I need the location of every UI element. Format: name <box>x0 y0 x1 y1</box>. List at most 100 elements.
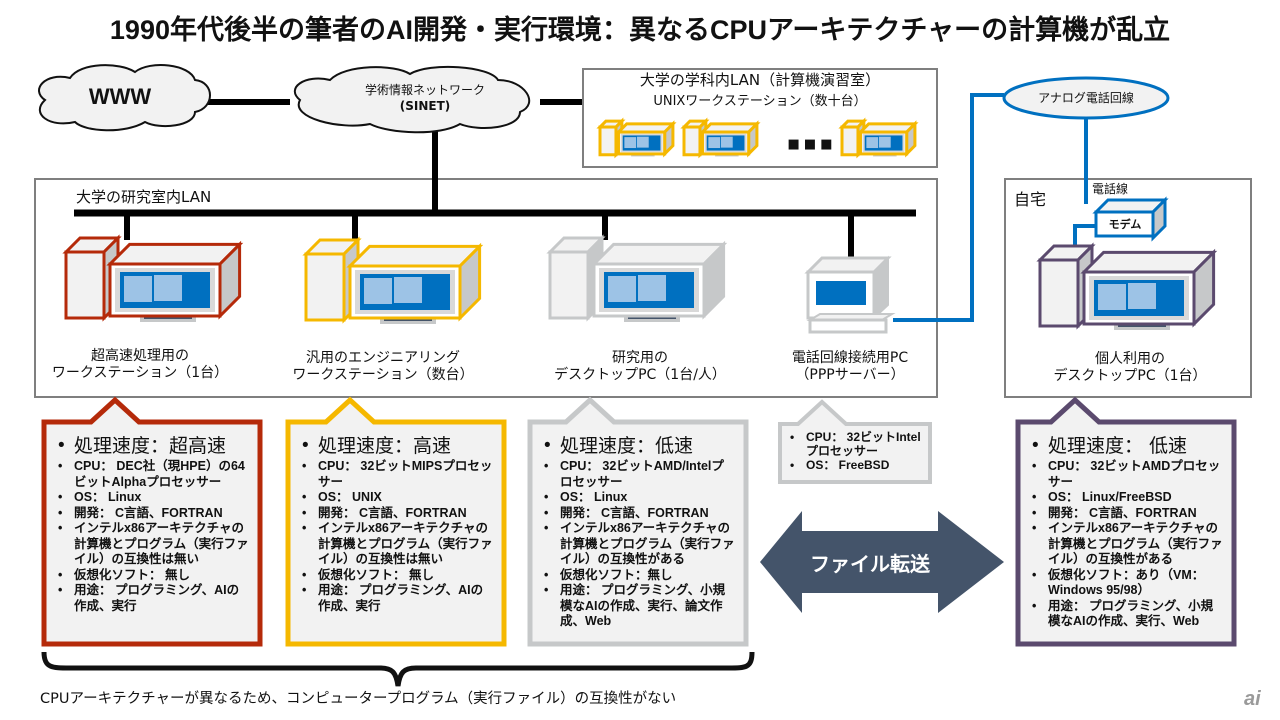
window-2 <box>878 136 891 148</box>
lab-lan-title: 大学の研究室内LAN <box>76 188 212 206</box>
machine-label-4: 電話回線接続用PC （PPPサーバー） <box>770 350 930 384</box>
tower-front <box>548 250 590 320</box>
callout-research-desktop: 処理速度：低速 CPU： 32ビットAMD/Intelプロセッサー OS： Li… <box>532 424 744 642</box>
callout-item: CPU： 32ビットMIPSプロセッサー <box>300 459 494 490</box>
modem-device <box>1092 196 1169 242</box>
callout-item: 仮想化ソフト： 無し <box>300 568 494 584</box>
www-cloud <box>38 64 211 132</box>
window-1 <box>608 276 636 302</box>
window-1 <box>708 137 721 149</box>
file-transfer-arrow <box>760 511 1004 613</box>
tower-front <box>682 125 702 157</box>
machine-3-line2: デスクトップPC（1台/人） <box>554 367 726 383</box>
window-1 <box>124 276 152 302</box>
callout-item: 開発： C言語、FORTRAN <box>542 506 736 522</box>
tower-front <box>840 125 860 157</box>
window-1 <box>1098 284 1126 310</box>
callout-item: 処理速度：低速 <box>542 434 736 458</box>
window-2 <box>638 275 666 301</box>
callout-item: 開発： C言語、FORTRAN <box>1030 506 1224 522</box>
callout-item: インテルx86アーキテクチャの計算機とプログラム（実行ファイル）の互換性がある <box>542 521 736 568</box>
research-desktop-icon <box>546 234 728 322</box>
engineering-workstation-icon <box>302 236 484 324</box>
monitor-top <box>590 242 728 266</box>
page-title: 1990年代後半の筆者のAI開発・実行環境：異なるCPUアーキテクチャーの計算機… <box>109 15 1171 45</box>
brace <box>41 651 755 687</box>
callout-item: OS： FreeBSD <box>788 458 924 472</box>
callout-engineering-workstation: 処理速度：高速 CPU： 32ビットMIPSプロセッサー OS： UNIX 開発… <box>290 424 502 642</box>
machine-4-line2: （PPPサーバー） <box>795 367 905 383</box>
machine-1-line2: ワークステーション（1台） <box>51 365 229 381</box>
callout-ppp-server: CPU： 32ビットIntelプロセッサー OS： FreeBSD <box>782 426 928 480</box>
window-2 <box>720 136 733 148</box>
callout-item: 用途： プログラミング、小規模なAIの作成、実行、論文作成、Web <box>542 583 736 630</box>
home-machine-label: 個人利用の デスクトップPC（1台） <box>1030 351 1230 385</box>
callout-item: OS： UNIX <box>300 490 494 506</box>
machine-3-line1: 研究用の <box>612 350 668 366</box>
callout-item: 用途： プログラミング、AIの作成、実行 <box>56 583 250 614</box>
window-1 <box>866 137 879 149</box>
callout-item: 処理速度：超高速 <box>56 434 250 458</box>
callout-item: 用途： プログラミング、AIの作成、実行 <box>300 583 494 614</box>
file-transfer-label: ファイル転送 <box>810 552 930 576</box>
hispeed-workstation-icon <box>62 234 244 322</box>
callout-item: OS： Linux <box>56 490 250 506</box>
unix-workstations <box>596 117 919 159</box>
callout-item: CPU： DEC社（現HPE）の64ビットAlphaプロセッサー <box>56 459 250 490</box>
window-1 <box>364 278 392 304</box>
ellipsis: ■ ■ ■ <box>787 137 833 152</box>
callout-item: インテルx86アーキテクチャの計算機とプログラム（実行ファイル）の互換性がある <box>1030 521 1224 568</box>
machine-4-line1: 電話回線接続用PC <box>791 350 909 366</box>
callout-item: 仮想化ソフト：あり（VM： Windows 95/98） <box>1030 568 1224 599</box>
window-1 <box>624 137 637 149</box>
ppp-to-analog-link <box>893 93 1004 322</box>
callout-item: 用途： プログラミング、小規模なAIの作成、実行、Web <box>1030 599 1224 630</box>
home-title: 自宅 <box>1014 190 1047 209</box>
sinet-cloud <box>293 65 531 134</box>
machine-label-1: 超高速処理用の ワークステーション（1台） <box>40 348 240 382</box>
callout-item: CPU： 32ビットAMD/Intelプロセッサー <box>542 459 736 490</box>
unix-workstation-icon <box>680 117 761 159</box>
machine-2-line2: ワークステーション（数台） <box>292 367 474 383</box>
callout-item: CPU： 32ビットAMDプロセッサー <box>1030 459 1224 490</box>
callout-item: 仮想化ソフト：無し <box>542 568 736 584</box>
dept-lan-subtitle: UNIXワークステーション（数十台） <box>653 94 867 109</box>
machine-label-2: 汎用のエンジニアリング ワークステーション（数台） <box>278 350 488 384</box>
window-2 <box>394 277 422 303</box>
modem-to-pc-link <box>1073 224 1100 248</box>
lab-machines <box>62 234 1218 330</box>
sinet-label-2: (SINET) <box>399 99 451 113</box>
sinet-label-1: 学術情報ネットワーク <box>364 83 485 97</box>
unix-workstation-icon <box>596 117 677 159</box>
callout-item: CPU： 32ビットIntelプロセッサー <box>788 430 924 458</box>
machine-label-3: 研究用の デスクトップPC（1台/人） <box>540 350 740 384</box>
tower-front <box>304 252 346 322</box>
callout-item: 処理速度：高速 <box>300 434 494 458</box>
tower-front <box>1038 258 1080 328</box>
machine-1-line1: 超高速処理用の <box>91 348 189 364</box>
home-machine-line2: デスクトップPC（1台） <box>1053 368 1207 384</box>
window-2 <box>154 275 182 301</box>
monitor-top <box>346 244 484 268</box>
callout-hispeed-workstation: 処理速度：超高速 CPU： DEC社（現HPE）の64ビットAlphaプロセッサ… <box>46 424 258 642</box>
home-desktop-icon <box>1036 242 1218 330</box>
callout-item: 開発： C言語、FORTRAN <box>56 506 250 522</box>
callout-item: インテルx86アーキテクチャの計算機とプログラム（実行ファイル）の互換性は無い <box>56 521 250 568</box>
dept-lan-title: 大学の学科内LAN（計算機演習室） <box>639 71 881 89</box>
callout-item: OS： Linux/FreeBSD <box>1030 490 1224 506</box>
analog-line-label: アナログ電話回線 <box>1038 91 1134 105</box>
unix-workstation-icon <box>838 117 919 159</box>
machine-2-line1: 汎用のエンジニアリング <box>306 350 460 366</box>
callout-item: 仮想化ソフト： 無し <box>56 568 250 584</box>
footer-note: CPUアーキテクチャーが異なるため、コンピュータープログラム（実行ファイル）の互… <box>40 691 677 707</box>
window-2 <box>636 136 649 148</box>
www-label: WWW <box>88 84 152 109</box>
window-2 <box>1128 283 1156 309</box>
callout-item: 処理速度： 低速 <box>1030 434 1224 458</box>
tower-front <box>598 125 618 157</box>
callout-item: OS： Linux <box>542 490 736 506</box>
logo: ai <box>1244 688 1261 710</box>
monitor-top <box>106 242 244 266</box>
home-machine-line1: 個人利用の <box>1095 351 1165 367</box>
phone-wire-label: 電話線 <box>1092 182 1129 196</box>
